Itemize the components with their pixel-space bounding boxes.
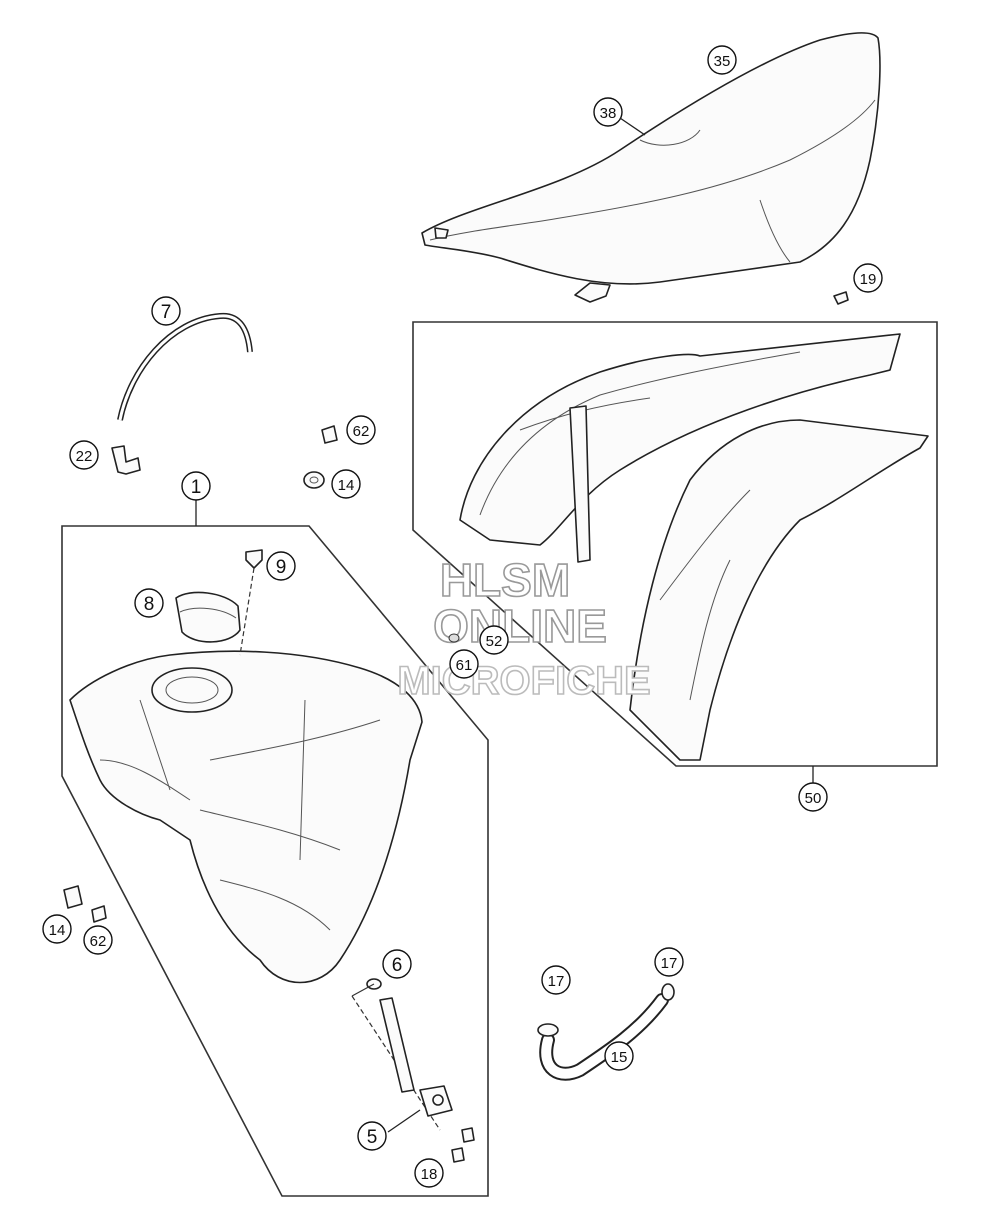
fuel-cap bbox=[175, 591, 241, 643]
svg-text:61: 61 bbox=[456, 657, 473, 674]
svg-text:9: 9 bbox=[276, 557, 287, 578]
callout-1: 1 bbox=[181, 471, 211, 501]
svg-text:22: 22 bbox=[76, 448, 93, 465]
fuel-tank-frame bbox=[61, 525, 489, 1197]
hose-clamp-right bbox=[661, 983, 675, 1001]
seat bbox=[421, 32, 881, 303]
nut-14-top bbox=[303, 471, 325, 489]
watermark-line-1: HLSM bbox=[440, 554, 570, 606]
callout-61: 61 bbox=[449, 649, 479, 679]
screw-62-top bbox=[321, 425, 338, 444]
callout-50: 50 bbox=[798, 782, 828, 812]
callout-7: 7 bbox=[151, 296, 181, 326]
svg-text:52: 52 bbox=[486, 633, 503, 650]
callout-18: 18 bbox=[414, 1158, 444, 1188]
fuel-tap bbox=[351, 978, 475, 1163]
callout-5: 5 bbox=[357, 1121, 387, 1151]
svg-text:35: 35 bbox=[714, 53, 731, 70]
svg-text:7: 7 bbox=[161, 302, 172, 323]
svg-text:50: 50 bbox=[805, 790, 822, 807]
vent-hose bbox=[539, 993, 669, 1081]
svg-text:14: 14 bbox=[338, 477, 355, 494]
svg-text:6: 6 bbox=[392, 955, 403, 976]
svg-text:1: 1 bbox=[191, 477, 202, 498]
callout-22: 22 bbox=[69, 440, 99, 470]
svg-text:62: 62 bbox=[90, 933, 107, 950]
watermark: HLSM ONLINE MICROFICHE bbox=[397, 553, 652, 704]
callout-62-bottom: 62 bbox=[83, 925, 113, 955]
svg-text:17: 17 bbox=[661, 955, 678, 972]
svg-text:62: 62 bbox=[353, 423, 370, 440]
svg-text:38: 38 bbox=[600, 105, 617, 122]
callout-6: 6 bbox=[382, 949, 412, 979]
callout-8: 8 bbox=[134, 588, 164, 618]
svg-text:14: 14 bbox=[49, 922, 66, 939]
callout-14-bottom: 14 bbox=[42, 914, 72, 944]
hose-fitting bbox=[111, 445, 141, 475]
callout-62-top: 62 bbox=[346, 415, 376, 445]
svg-text:18: 18 bbox=[421, 1166, 438, 1183]
valve-9 bbox=[239, 549, 263, 656]
svg-text:19: 19 bbox=[860, 271, 877, 288]
radiator-spoilers bbox=[459, 333, 929, 761]
nut-14-bottom bbox=[63, 885, 83, 909]
watermark-line-2: ONLINE bbox=[433, 600, 607, 652]
screw-19 bbox=[833, 291, 849, 305]
watermark-line-3: MICROFICHE bbox=[397, 659, 650, 703]
spoiler-frame bbox=[412, 321, 938, 767]
callout-17-left: 17 bbox=[541, 965, 571, 995]
breather-hose bbox=[117, 312, 253, 421]
svg-text:8: 8 bbox=[144, 594, 155, 615]
callout-38: 38 bbox=[593, 97, 646, 136]
screw-62-bottom bbox=[91, 905, 107, 923]
svg-text:5: 5 bbox=[367, 1127, 378, 1148]
callout-52: 52 bbox=[448, 625, 509, 655]
callout-17-right: 17 bbox=[654, 947, 684, 977]
svg-text:17: 17 bbox=[548, 973, 565, 990]
fuel-tank bbox=[69, 650, 423, 984]
callout-14-top: 14 bbox=[331, 469, 361, 499]
callout-15: 15 bbox=[604, 1041, 634, 1071]
callout-35: 35 bbox=[707, 45, 737, 75]
callout-19: 19 bbox=[853, 263, 883, 293]
hose-clamp-left bbox=[537, 1023, 559, 1037]
svg-text:15: 15 bbox=[611, 1049, 628, 1066]
callout-9: 9 bbox=[266, 551, 296, 581]
